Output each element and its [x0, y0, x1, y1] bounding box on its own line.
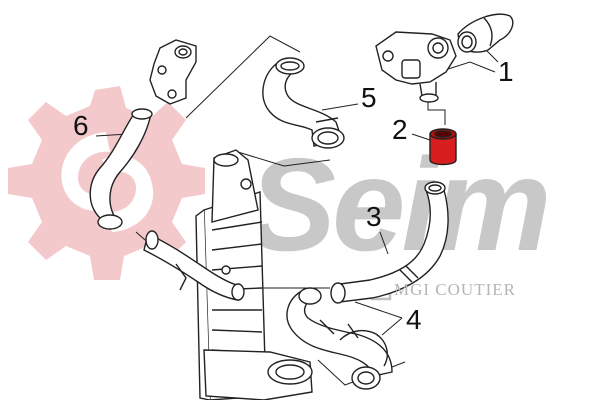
- callout-4: 4: [406, 304, 422, 335]
- part-5-hose: [262, 57, 345, 149]
- callout-6: 6: [73, 110, 89, 141]
- part-6-hose: [89, 108, 153, 230]
- callout-3: 3: [366, 201, 382, 232]
- part-3-hose: [330, 181, 449, 304]
- brand-word: Seim: [248, 131, 548, 278]
- callout-2: 2: [392, 114, 408, 145]
- callout-5: 5: [361, 82, 377, 113]
- leader-lines: [95, 35, 499, 386]
- throttle-body: [375, 31, 457, 103]
- seim-watermark-text: Seim: [248, 131, 552, 278]
- part-4-hose: [286, 287, 393, 390]
- callout-1: 1: [498, 56, 514, 87]
- metal-pipe: [143, 230, 245, 301]
- thermostat-fitting: [149, 39, 197, 105]
- sub-brand-text: MGI COUTIER: [394, 280, 516, 299]
- part-2-red-coupling: [429, 128, 457, 166]
- part-1-hose: [457, 13, 514, 53]
